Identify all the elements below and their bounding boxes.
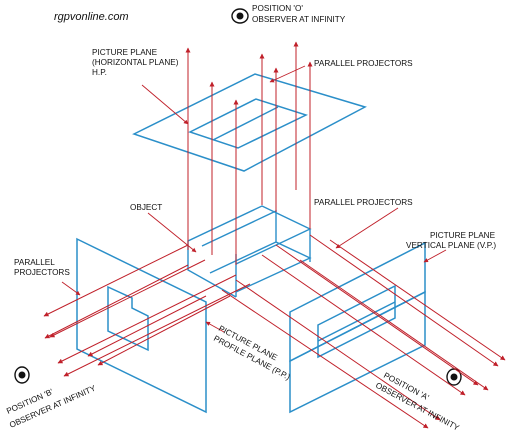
projector-l4	[63, 283, 251, 377]
object-block	[187, 205, 312, 298]
vertical-projectors	[185, 41, 313, 265]
projector-r1	[235, 279, 441, 421]
leader-lines	[61, 65, 447, 333]
hp-top-view	[188, 98, 309, 149]
leader-hp	[141, 84, 189, 125]
projector-l2	[49, 259, 206, 338]
label-hp-3: H.P.	[92, 68, 107, 77]
projector-l5	[44, 264, 189, 339]
label-object: OBJECT	[130, 203, 162, 212]
projector-l6	[87, 295, 207, 357]
horizontal-plane	[132, 73, 367, 172]
projector-r3	[275, 244, 479, 386]
vp-front-view	[317, 284, 396, 359]
leader-object	[147, 212, 197, 253]
leader-vp	[423, 249, 447, 263]
projector-l1	[43, 244, 189, 317]
projector-r6	[221, 289, 429, 429]
hp-outline	[132, 73, 367, 172]
label-parallel-left-1: PARALLEL	[14, 258, 55, 267]
projector-r4	[309, 234, 499, 367]
label-hp-2: (HORIZONTAL PLANE)	[92, 58, 179, 67]
label-parallel-left-2: PROJECTORS	[14, 268, 70, 277]
left-projectors	[43, 244, 251, 377]
projector-l7	[97, 295, 231, 366]
profile-plane	[76, 237, 207, 414]
label-vp-1: PICTURE PLANE	[430, 231, 496, 240]
label-vp-2: VERTICAL PLANE (V.P.)	[406, 241, 496, 250]
vp-front-view-step	[317, 301, 396, 342]
leader-parallel-mid	[335, 207, 399, 249]
label-parallel-top: PARALLEL PROJECTORS	[314, 59, 413, 68]
leader-parallel-left	[61, 281, 81, 296]
eye-icon-observer-o	[231, 8, 249, 24]
vertical-plane	[289, 241, 426, 414]
label-parallel-mid: PARALLEL PROJECTORS	[314, 198, 413, 207]
leader-pp	[205, 321, 225, 333]
watermark: rgpvonline.com	[54, 11, 129, 23]
pp-side-view	[107, 285, 149, 352]
projector-r5	[299, 259, 489, 391]
label-position-o: POSITION 'O'	[252, 4, 303, 13]
leader-parallel-top	[269, 65, 306, 83]
pp-outline	[76, 237, 207, 414]
projector-r2	[261, 254, 466, 396]
right-projectors	[221, 234, 506, 429]
projector-l3	[57, 274, 237, 364]
hp-top-view-step	[212, 106, 279, 141]
label-observer-o: OBSERVER AT INFINITY	[252, 15, 346, 24]
eye-icon-observer-b	[14, 366, 30, 384]
label-hp-1: PICTURE PLANE	[92, 48, 158, 57]
projector-r7	[329, 239, 506, 361]
eye-icon-observer-a	[446, 368, 462, 386]
